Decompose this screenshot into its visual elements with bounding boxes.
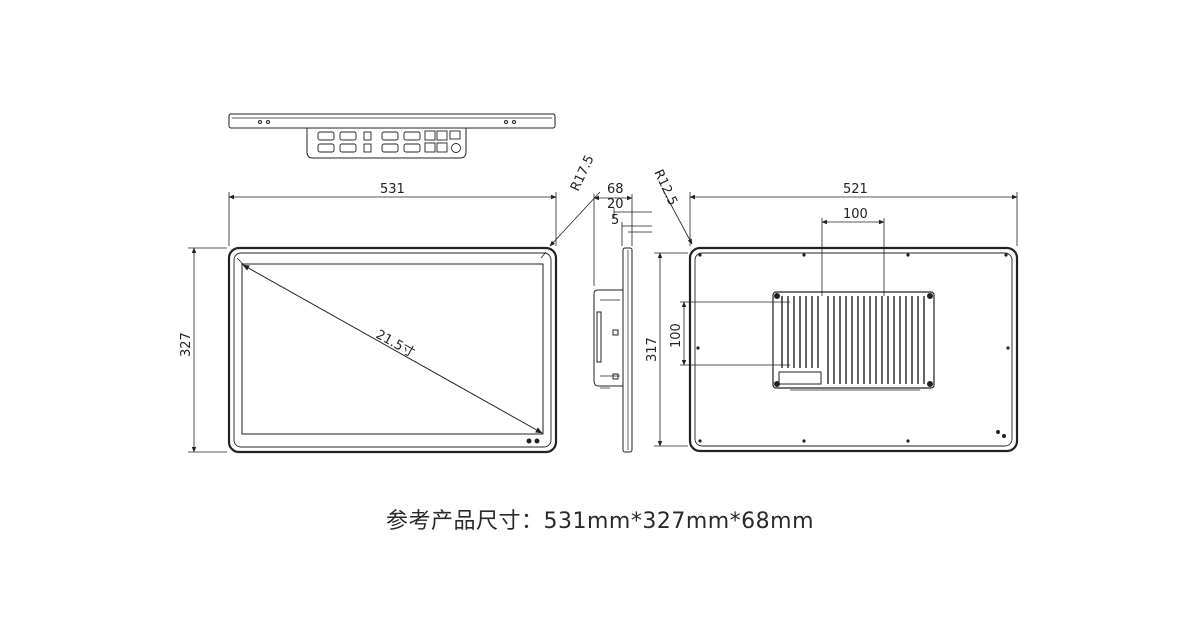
side-view: [593, 247, 633, 453]
product-size-caption: 参考产品尺寸：531mm*327mm*68mm: [385, 509, 815, 534]
back-inner-frame: [694, 252, 1013, 447]
back-width-label: 521: [843, 182, 868, 197]
back-view: [688, 246, 1019, 453]
back-radius-label: R12.5: [650, 167, 680, 208]
front-inner-frame: [233, 252, 552, 448]
side-depth-label: 68: [607, 182, 624, 197]
screen-area: [241, 263, 544, 435]
front-outer-frame: [227, 246, 558, 454]
front-width-label: 531: [380, 182, 405, 197]
diagonal-dimension-line: [242, 264, 543, 434]
front-radius-label: R17.5: [568, 153, 598, 194]
io-ports: [317, 130, 461, 153]
front-height-label: 327: [179, 332, 194, 357]
technical-drawing: 21.5寸 531 327 R17.5: [179, 113, 1019, 454]
back-height-label: 317: [645, 337, 660, 362]
io-box: [306, 128, 467, 159]
top-view-frame: [228, 113, 556, 129]
back-outer-frame: [688, 246, 1019, 453]
vesa-vertical-label: 100: [669, 323, 684, 348]
front-radius-leader: [549, 191, 601, 247]
back-screws: [696, 253, 1010, 443]
side-panel: [622, 247, 633, 453]
side-io-box: [593, 289, 623, 387]
front-view: [227, 246, 558, 454]
vesa-horizontal-label: 100: [843, 207, 868, 222]
diagonal-label: 21.5寸: [373, 327, 417, 360]
top-view: [228, 113, 556, 159]
back-radius-leader: [661, 187, 693, 245]
heatsink: [772, 291, 935, 389]
heatsink-fins: [781, 296, 925, 384]
side-bezel-label: 20: [607, 197, 624, 212]
side-step-label: 5: [611, 213, 619, 228]
